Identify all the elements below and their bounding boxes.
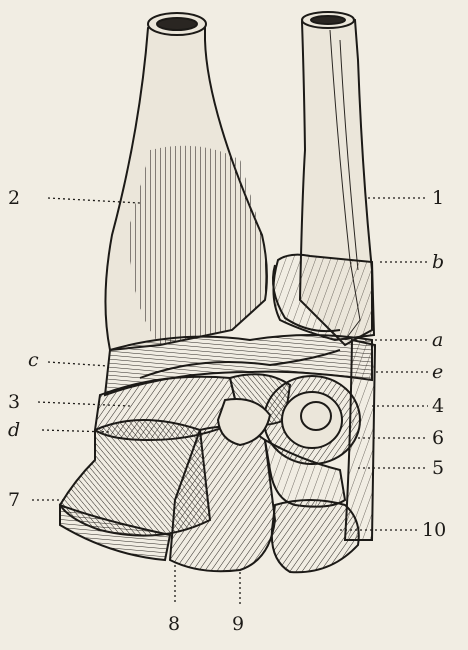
label-2: 2 bbox=[8, 188, 20, 208]
label-8: 8 bbox=[168, 614, 180, 634]
label-6: 6 bbox=[432, 428, 444, 448]
label-3: 3 bbox=[8, 392, 20, 412]
label-d: d bbox=[8, 420, 20, 440]
label-c: c bbox=[28, 350, 39, 370]
label-4: 4 bbox=[432, 396, 444, 416]
radius-bone bbox=[105, 13, 266, 350]
label-1: 1 bbox=[432, 188, 444, 208]
label-7: 7 bbox=[8, 490, 20, 510]
label-10: 10 bbox=[422, 520, 446, 540]
label-b: b bbox=[432, 252, 444, 272]
label-5: 5 bbox=[432, 458, 444, 478]
label-a: a bbox=[432, 330, 443, 350]
label-e: e bbox=[432, 362, 443, 382]
ulnar-head bbox=[273, 255, 374, 340]
label-9: 9 bbox=[232, 614, 244, 634]
